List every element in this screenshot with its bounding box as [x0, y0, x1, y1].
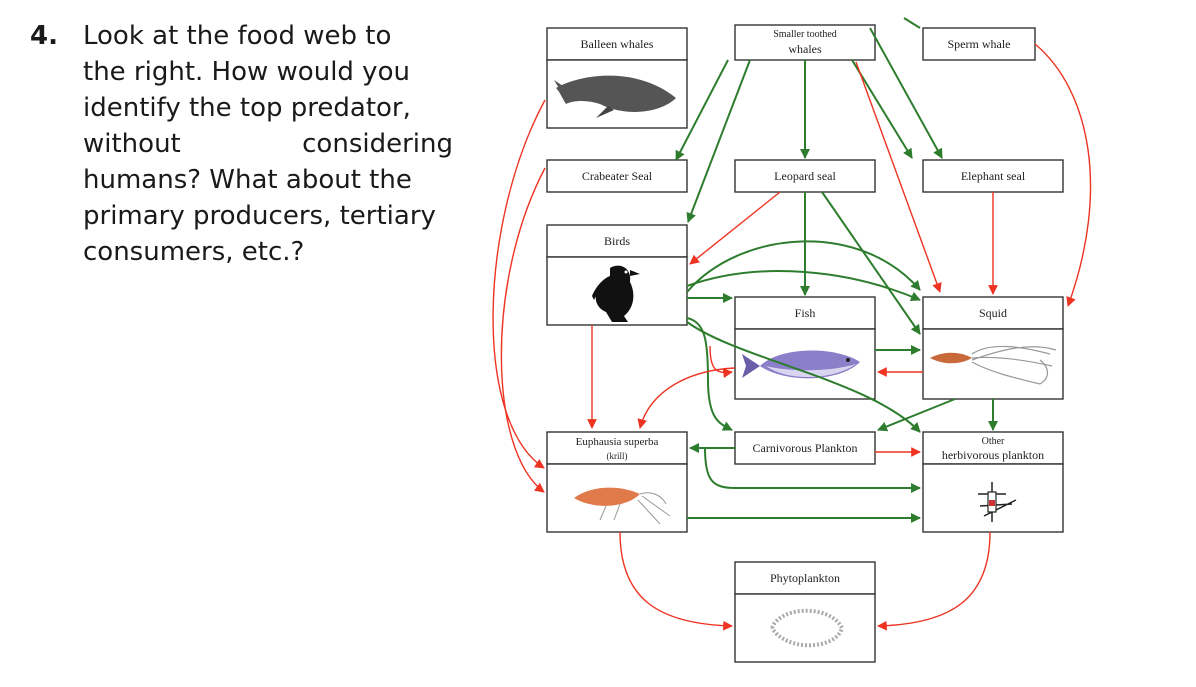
red-arrows — [492, 43, 1092, 631]
label-krill-2: (krill) — [607, 451, 628, 461]
label-balleen-whales: Balleen whales — [581, 37, 654, 51]
question-line-5: humans? What about the — [83, 165, 412, 195]
label-fish: Fish — [795, 306, 816, 320]
fish-icon — [742, 350, 860, 379]
node-phytoplankton: Phytoplankton — [734, 561, 876, 663]
label-sperm-whale: Sperm whale — [948, 37, 1011, 51]
node-krill: Euphausia superba (krill) — [546, 431, 688, 533]
label-crabeater-seal: Crabeater Seal — [582, 169, 653, 183]
node-crabeater-seal: Crabeater Seal — [546, 159, 688, 193]
label-squid: Squid — [979, 306, 1007, 320]
label-elephant-seal: Elephant seal — [961, 169, 1026, 183]
label-leopard-seal: Leopard seal — [774, 169, 836, 183]
question-line-4-right: considering — [302, 129, 453, 159]
node-balleen-whales: Balleen whales — [546, 27, 688, 129]
question-line-7: consumers, etc.? — [83, 237, 305, 267]
label-smaller-toothed-whales-2: whales — [788, 42, 822, 56]
label-herbivorous-plankton-1: Other — [982, 436, 1005, 447]
node-fish: Fish — [734, 296, 876, 400]
label-smaller-toothed-whales-1: Smaller toothed — [773, 29, 837, 40]
node-sperm-whale: Sperm whale — [922, 27, 1036, 61]
label-krill-1: Euphausia superba — [576, 436, 659, 448]
whale-icon — [554, 75, 676, 118]
penguin-icon — [592, 265, 640, 322]
node-elephant-seal: Elephant seal — [922, 159, 1064, 193]
label-herbivorous-plankton-2: herbivorous plankton — [942, 448, 1044, 462]
node-carnivorous-plankton: Carnivorous Plankton — [734, 431, 876, 465]
node-birds: Birds — [546, 224, 688, 326]
green-arrows — [675, 17, 998, 523]
squid-icon — [930, 345, 1057, 385]
question-line-4-left: without — [83, 129, 181, 159]
question-line-2: the right. How would you — [83, 57, 410, 87]
copepod-icon — [978, 482, 1017, 522]
label-phytoplankton: Phytoplankton — [770, 571, 840, 585]
node-leopard-seal: Leopard seal — [734, 159, 876, 193]
label-carnivorous-plankton: Carnivorous Plankton — [753, 441, 858, 455]
question-line-6: primary producers, tertiary — [83, 201, 436, 231]
krill-icon — [574, 487, 671, 525]
question-line-4: without considering — [83, 126, 453, 162]
node-smaller-toothed-whales: Smaller toothed whales — [734, 24, 876, 61]
question-line-1: Look at the food web to — [83, 21, 392, 51]
node-herbivorous-plankton: Other herbivorous plankton — [922, 431, 1064, 533]
label-birds: Birds — [604, 234, 630, 248]
node-squid: Squid — [922, 296, 1064, 400]
question-line-3: identify the top predator, — [83, 93, 411, 123]
question-number: 4. — [30, 21, 58, 51]
